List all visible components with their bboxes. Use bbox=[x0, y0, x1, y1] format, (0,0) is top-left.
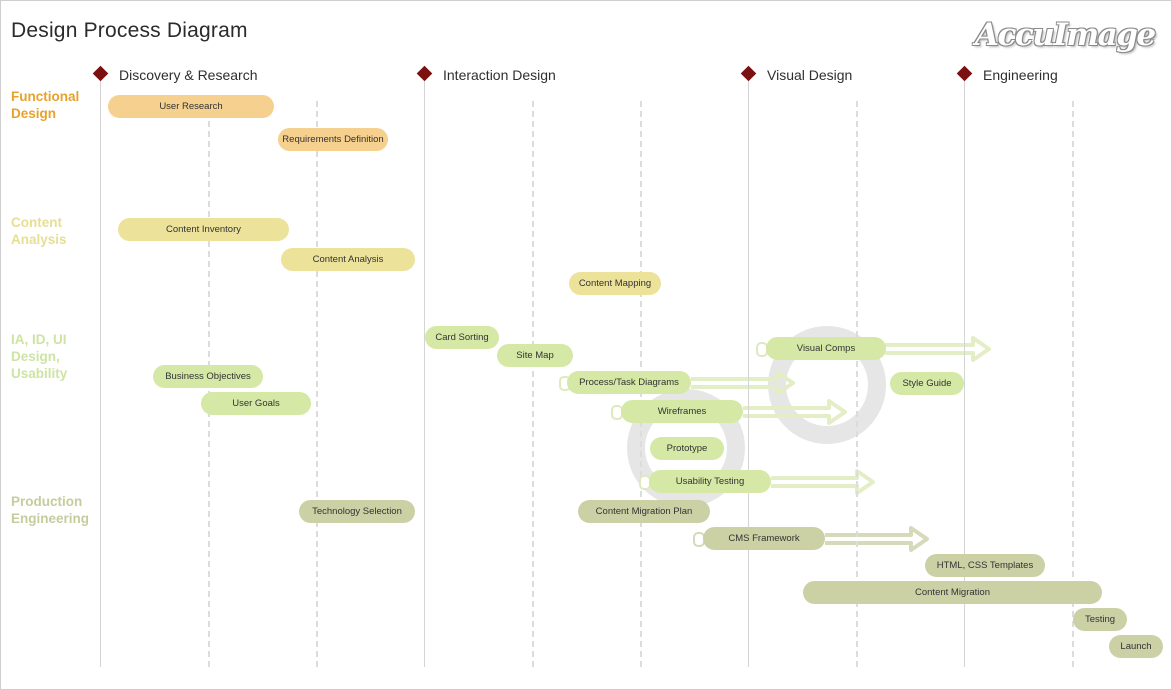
task-requirements-definition: Requirements Definition bbox=[278, 128, 388, 151]
task-content-mapping: Content Mapping bbox=[569, 272, 661, 295]
grid-line bbox=[1072, 101, 1074, 667]
phase-line-engineering bbox=[964, 81, 965, 667]
task-prototype: Prototype bbox=[650, 437, 724, 460]
grid-line bbox=[856, 101, 858, 667]
task-site-map: Site Map bbox=[497, 344, 573, 367]
cms-framework-arrow bbox=[825, 526, 929, 552]
grid-line bbox=[532, 101, 534, 667]
task-cms-framework: CMS Framework bbox=[703, 527, 825, 550]
prototype-cycle-icon bbox=[627, 389, 745, 507]
task-content-migration: Content Migration bbox=[803, 581, 1102, 604]
task-launch: Launch bbox=[1109, 635, 1163, 658]
phase-label-visual: Visual Design bbox=[767, 67, 853, 83]
visual-comps-arrow bbox=[885, 336, 991, 362]
phase-line-visual bbox=[748, 81, 749, 667]
task-wireframes: Wireframes bbox=[621, 400, 743, 423]
phase-label-interaction: Interaction Design bbox=[443, 67, 556, 83]
task-card-sorting: Card Sorting bbox=[425, 326, 499, 349]
page-title: Design Process Diagram bbox=[11, 19, 248, 42]
phase-label-discovery: Discovery & Research bbox=[119, 67, 258, 83]
phase-line-discovery bbox=[100, 81, 101, 667]
phase-label-engineering: Engineering bbox=[983, 67, 1058, 83]
row-label-ia: IA, ID, UI Design, Usability bbox=[11, 332, 68, 381]
grid-line bbox=[316, 101, 318, 667]
task-style-guide: Style Guide bbox=[890, 372, 964, 395]
row-label-functional: Functional Design bbox=[11, 89, 80, 121]
accuimage-logo: AccuImage bbox=[975, 17, 1156, 53]
wireframes-arrow bbox=[743, 399, 847, 425]
task-user-research: User Research bbox=[108, 95, 274, 118]
task-technology-selection: Technology Selection bbox=[299, 500, 415, 523]
row-label-content: Content Analysis bbox=[11, 215, 67, 247]
task-visual-comps: Visual Comps bbox=[766, 337, 886, 360]
task-user-goals: User Goals bbox=[201, 392, 311, 415]
task-content-inventory: Content Inventory bbox=[118, 218, 289, 241]
task-usability-testing: Usability Testing bbox=[649, 470, 771, 493]
task-content-migration-plan: Content Migration Plan bbox=[578, 500, 710, 523]
row-label-production: Production Engineering bbox=[11, 494, 90, 526]
task-html-css-templates: HTML, CSS Templates bbox=[925, 554, 1045, 577]
task-process-task-diagrams: Process/Task Diagrams bbox=[567, 371, 691, 394]
task-content-analysis: Content Analysis bbox=[281, 248, 415, 271]
task-business-objectives: Business Objectives bbox=[153, 365, 263, 388]
phase-line-interaction bbox=[424, 81, 425, 667]
process-diagrams-arrow bbox=[691, 370, 795, 396]
task-testing: Testing bbox=[1073, 608, 1127, 631]
